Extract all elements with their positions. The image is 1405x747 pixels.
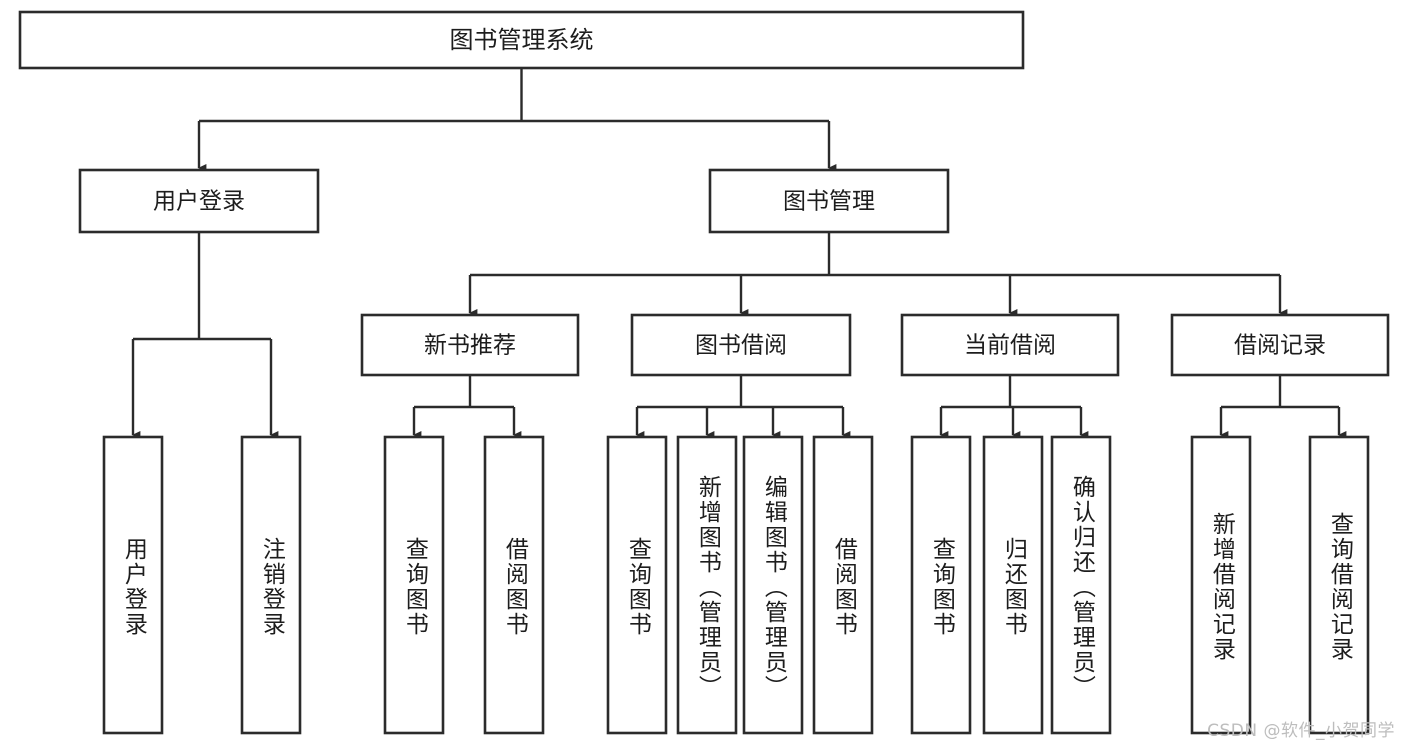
node-box-leaf-11[interactable]	[1190, 435, 1252, 735]
node-box-leaf-10[interactable]	[1050, 435, 1112, 735]
node-box-leaf-4[interactable]	[606, 435, 668, 735]
edges-layer	[131, 68, 1347, 439]
node-box-level2-0[interactable]	[78, 168, 320, 234]
node-label-level3-2: 当前借阅	[964, 333, 1056, 359]
node-box-level3-0[interactable]	[360, 313, 580, 377]
node-label-level3-0: 新书推荐	[424, 333, 516, 359]
node-box-leaf-12[interactable]	[1308, 435, 1370, 735]
node-label-level3-3: 借阅记录	[1234, 333, 1326, 359]
node-box-leaf-2[interactable]	[383, 435, 445, 735]
node-box-root[interactable]	[18, 10, 1025, 70]
node-box-level3-2[interactable]	[900, 313, 1120, 377]
node-box-level2-1[interactable]	[708, 168, 950, 234]
node-box-leaf-8[interactable]	[910, 435, 972, 735]
boxes-layer	[18, 10, 1390, 735]
node-box-level3-3[interactable]	[1170, 313, 1390, 377]
node-label-level3-1: 图书借阅	[695, 333, 787, 359]
node-label-level2-0: 用户登录	[153, 189, 245, 215]
node-box-leaf-5[interactable]	[676, 435, 738, 735]
node-box-leaf-7[interactable]	[812, 435, 874, 735]
node-label-root: 图书管理系统	[450, 26, 594, 54]
node-box-leaf-3[interactable]	[483, 435, 545, 735]
node-box-level3-1[interactable]	[630, 313, 852, 377]
node-box-leaf-6[interactable]	[742, 435, 804, 735]
node-box-leaf-0[interactable]	[102, 435, 164, 735]
node-label-level2-1: 图书管理	[783, 189, 875, 215]
node-box-leaf-1[interactable]	[240, 435, 302, 735]
watermark-text: CSDN @软件_小贺同学	[1207, 721, 1395, 741]
node-box-leaf-9[interactable]	[982, 435, 1044, 735]
